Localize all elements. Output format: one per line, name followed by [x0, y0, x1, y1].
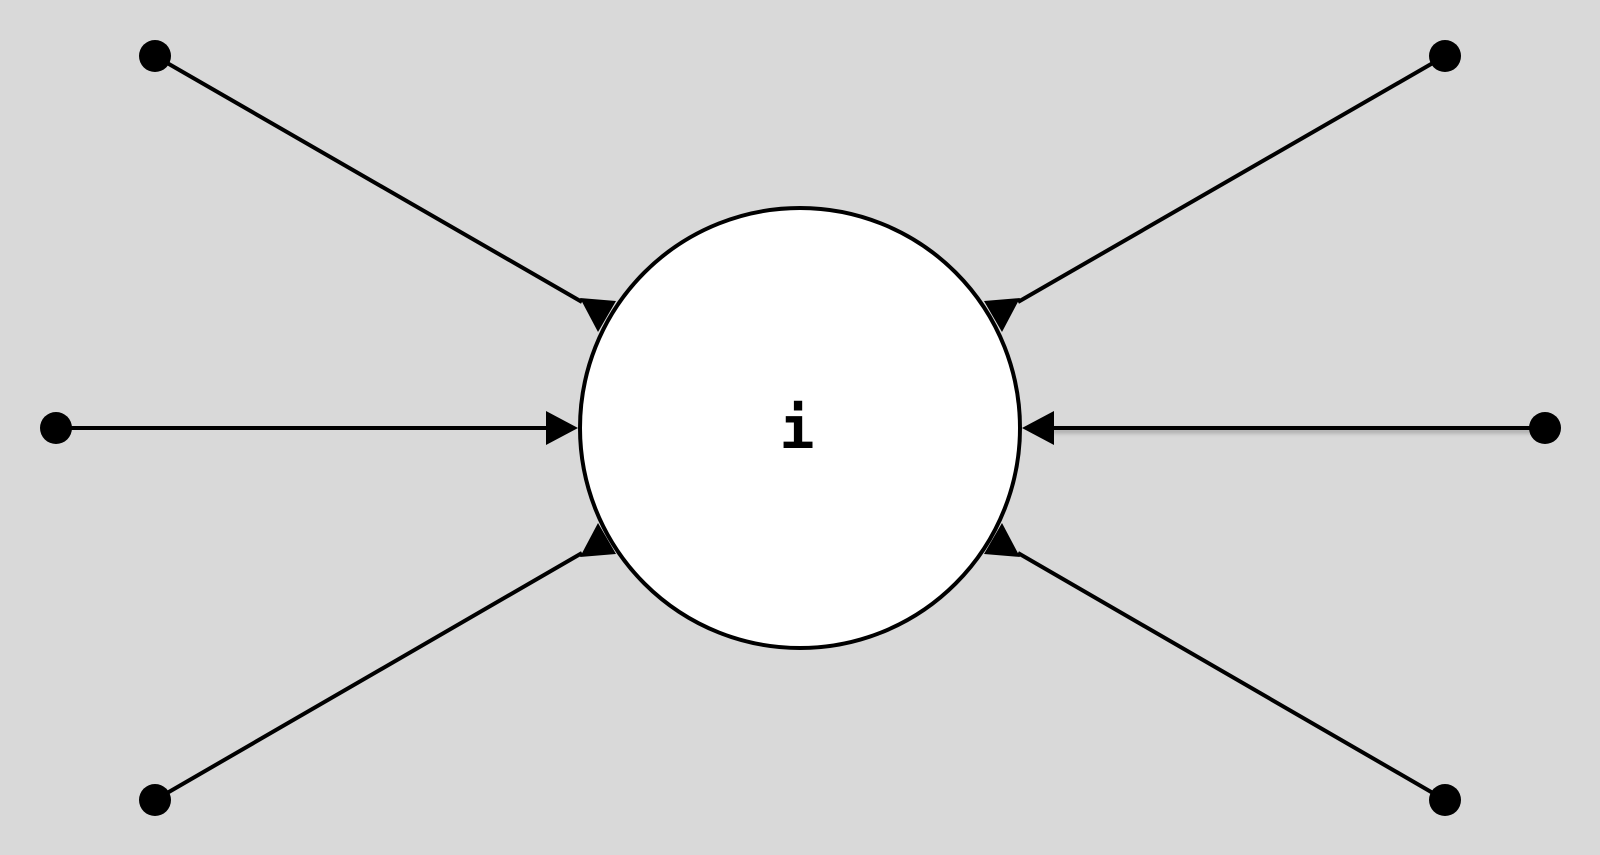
arrowhead-icon	[1022, 411, 1054, 445]
edge-bottom-left[interactable]	[139, 523, 616, 816]
endpoint-node[interactable]	[139, 784, 171, 816]
endpoint-node[interactable]	[1529, 412, 1561, 444]
edge-top-right[interactable]	[984, 40, 1461, 332]
center-node-circle[interactable]	[578, 206, 1022, 650]
center-node-label: i	[780, 394, 815, 462]
arrowhead-icon	[580, 523, 616, 557]
edge-line	[153, 551, 584, 802]
arrowhead-icon	[580, 298, 616, 332]
center-node[interactable]: i	[578, 206, 1022, 650]
arrowhead-icon	[546, 411, 578, 445]
endpoint-node[interactable]	[1429, 40, 1461, 72]
endpoint-node[interactable]	[1429, 784, 1461, 816]
edge-line	[154, 54, 583, 304]
edge-line	[1017, 54, 1446, 304]
edge-bottom-right[interactable]	[984, 523, 1461, 816]
edge-middle-right[interactable]	[1022, 411, 1561, 445]
arrowhead-icon	[984, 523, 1020, 557]
endpoint-node[interactable]	[139, 40, 171, 72]
edge-top-left[interactable]	[139, 40, 616, 332]
endpoint-node[interactable]	[40, 412, 72, 444]
edge-line	[1016, 551, 1447, 802]
edge-middle-left[interactable]	[40, 411, 578, 445]
arrowhead-icon	[984, 298, 1020, 332]
